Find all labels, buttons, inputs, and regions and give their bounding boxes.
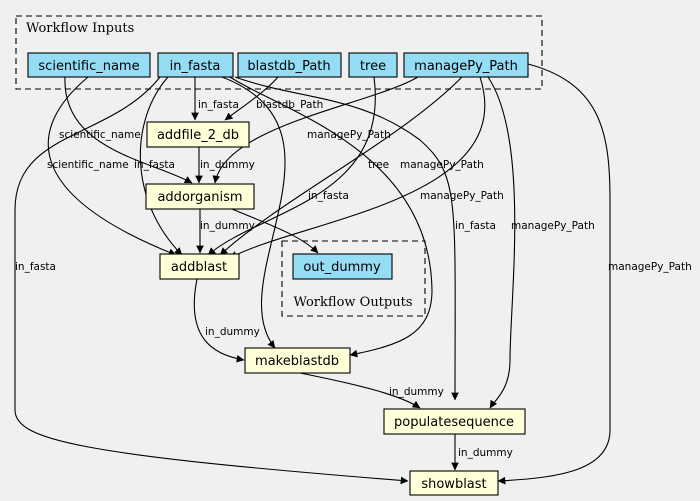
node-label: populatesequence (394, 415, 514, 430)
step-node-showblast[interactable]: showblast (409, 470, 499, 496)
node-label: addorganism (157, 190, 242, 205)
edge-label: managePy_Path (420, 190, 504, 202)
step-node-addorganism[interactable]: addorganism (145, 183, 255, 210)
input-node-tree[interactable]: tree (348, 52, 398, 78)
input-node-blastdb-path[interactable]: blastdb_Path (237, 52, 342, 78)
edge-label: tree (368, 159, 389, 171)
edge-label: in_fasta (308, 190, 349, 202)
edge-label: in_fasta (134, 159, 175, 171)
node-label: blastdb_Path (247, 59, 330, 74)
edge-label: in_fasta (198, 99, 239, 111)
node-label: showblast (421, 477, 486, 492)
node-label: in_fasta (170, 59, 221, 74)
workflow-outputs-label: Workflow Outputs (294, 295, 413, 310)
step-node-addblast[interactable]: addblast (159, 253, 240, 280)
node-label: addblast (171, 260, 227, 275)
edge-label: managePy_Path (307, 129, 391, 141)
edge-blastdb-to-addfile (224, 76, 279, 121)
edge-label: in_dummy (200, 220, 255, 232)
node-label: addfile_2_db (157, 128, 239, 143)
edge-label: managePy_Path (511, 220, 595, 232)
edge-makeblastdb-to-populate (299, 372, 421, 409)
step-node-populatesequence[interactable]: populatesequence (383, 408, 526, 435)
edge-managepy-to-addblast-1 (219, 76, 463, 256)
edge-tree-to-addblast (207, 76, 376, 256)
edge-managepy-to-addorganism (212, 76, 419, 184)
node-label: makeblastdb (255, 354, 339, 369)
edge-fasta-to-showblast (14, 76, 409, 485)
edge-label: in_fasta (15, 261, 56, 273)
input-node-scientific-name[interactable]: scientific_name (27, 52, 151, 78)
edge-label: scientific_name (59, 129, 141, 141)
edge-fasta-to-addblast (139, 76, 183, 256)
edge-label: scientific_name (47, 159, 129, 171)
input-node-in-fasta[interactable]: in_fasta (157, 52, 234, 78)
step-node-addfile-2-db[interactable]: addfile_2_db (146, 121, 250, 148)
edge-sci-to-addorganism (64, 76, 193, 184)
edge-managepy-to-showblast (497, 61, 611, 485)
edge-labels: in_fasta blastdb_Path scientific_name ma… (15, 99, 692, 459)
edge-label: in_dummy (389, 386, 444, 398)
edge-label: in_fasta (455, 220, 496, 232)
workflow-inputs-label: Workflow Inputs (26, 21, 134, 36)
edge-managepy-to-populate (487, 76, 516, 409)
edge-fasta-to-makeblastdb (221, 76, 286, 349)
node-label: tree (360, 59, 386, 74)
edge-fasta-to-populate (234, 76, 459, 401)
workflow-outputs-cluster: Workflow Outputs (281, 240, 426, 317)
edge-label: blastdb_Path (256, 99, 323, 111)
edge-label: in_dummy (200, 159, 255, 171)
edge-addorganism-to-out-dummy (231, 208, 319, 254)
edge-managepy-to-addblast-2 (229, 76, 486, 259)
input-node-managepy-path[interactable]: managePy_Path (403, 52, 529, 78)
edge-label: managePy_Path (608, 261, 692, 273)
edge-fasta-to-makeblastdb-2 (229, 76, 433, 358)
edge-addblast-to-makeblastdb (193, 278, 245, 363)
edge-sci-to-addblast (47, 76, 177, 256)
edges (14, 61, 611, 485)
edge-label: managePy_Path (400, 159, 484, 171)
node-label: managePy_Path (414, 59, 518, 74)
node-label: scientific_name (38, 59, 139, 74)
edge-label: in_dummy (205, 326, 260, 338)
output-node-out-dummy[interactable]: out_dummy (292, 253, 393, 280)
edge-label: in_dummy (458, 447, 513, 459)
step-node-makeblastdb[interactable]: makeblastdb (244, 347, 351, 374)
node-label: out_dummy (303, 260, 381, 275)
